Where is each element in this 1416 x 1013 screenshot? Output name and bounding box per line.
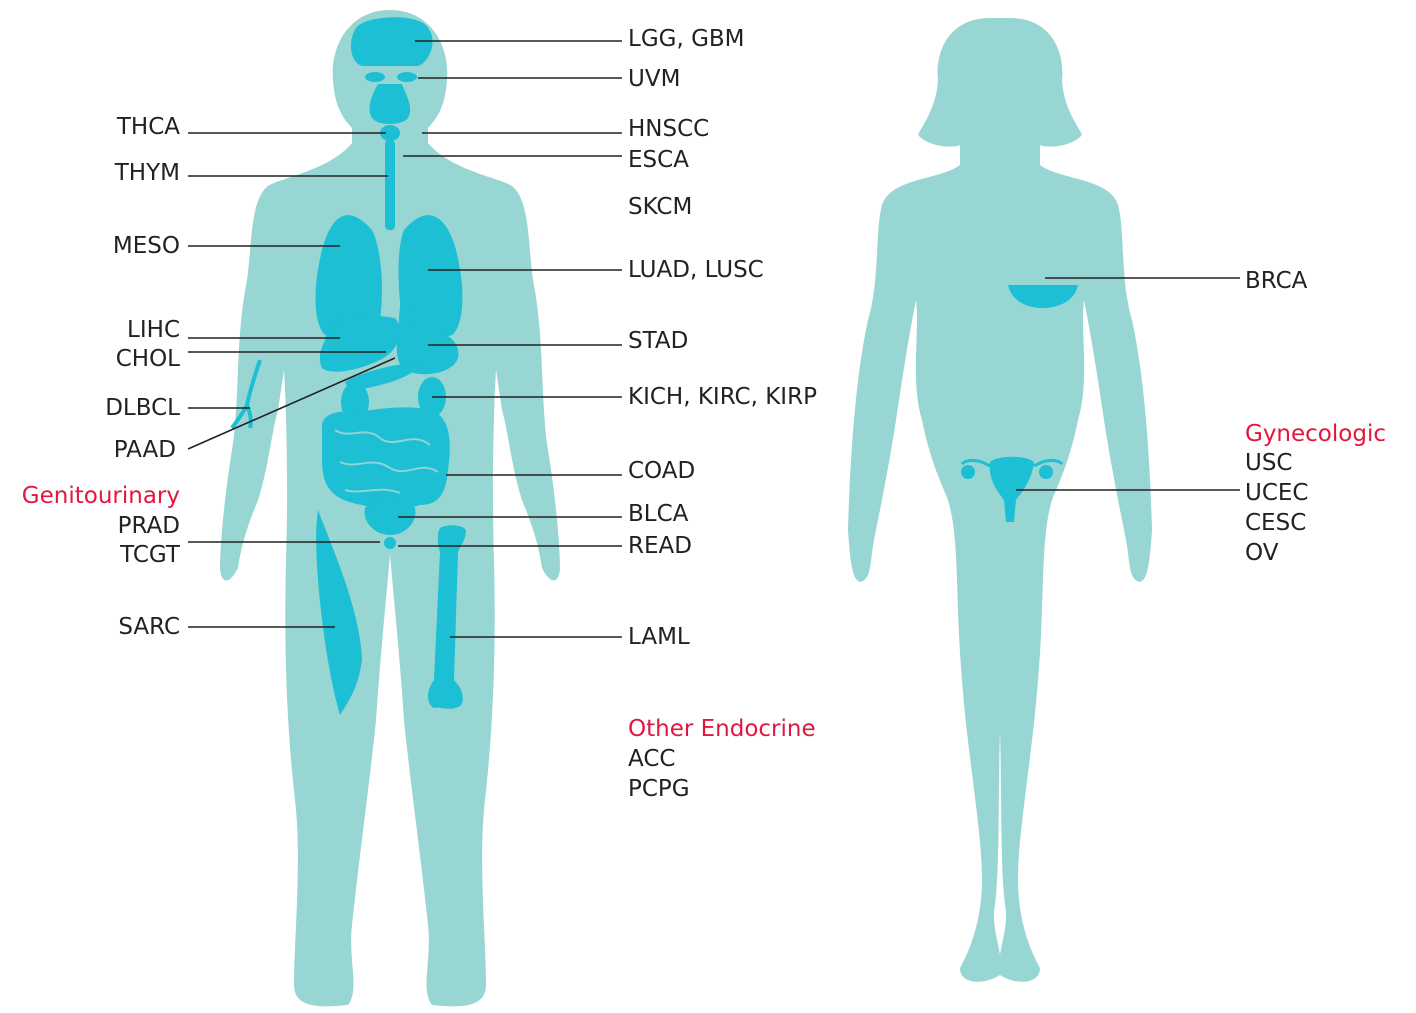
male-figure [220,10,560,1006]
label-chol: CHOL [116,346,180,372]
male-left-labels: THCA THYM MESO LIHC CHOL DLBCL PAAD Geni… [22,114,181,640]
label-stad: STAD [628,328,688,354]
label-blca: BLCA [628,501,689,527]
label-prad: PRAD [118,513,180,539]
head-neck-organ [370,84,411,124]
label-luad-lusc: LUAD, LUSC [628,257,764,283]
label-uvm: UVM [628,66,680,92]
prostate-organ [384,537,396,549]
label-lihc: LIHC [127,317,180,343]
intestine-organ [322,407,450,508]
label-thca: THCA [116,114,180,140]
label-pcpg: PCPG [628,776,690,802]
group-title-gynecologic: Gynecologic [1245,421,1386,447]
label-read: READ [628,533,692,559]
label-cesc: CESC [1245,510,1306,536]
label-usc: USC [1245,450,1293,476]
trachea-organ [385,140,395,230]
label-ov: OV [1245,540,1279,566]
label-thym: THYM [114,160,180,186]
ovary-organ-right [1039,465,1053,479]
label-acc: ACC [628,746,675,772]
ovary-organ-left [961,465,975,479]
label-kidney: KICH, KIRC, KIRP [628,384,817,410]
label-dlbcl: DLBCL [105,395,180,421]
female-figure [848,18,1152,982]
label-esca: ESCA [628,147,689,173]
group-title-genitourinary: Genitourinary [22,483,180,509]
label-sarc: SARC [118,614,180,640]
label-tcgt: TCGT [119,542,181,568]
female-labels: BRCA Gynecologic USC UCEC CESC OV [1245,268,1386,566]
label-ucec: UCEC [1245,480,1309,506]
label-lgg-gbm: LGG, GBM [628,26,745,52]
eye-organ-left [365,72,385,82]
label-laml: LAML [628,624,690,650]
group-title-other-endocrine: Other Endocrine [628,716,816,742]
male-right-labels: LGG, GBM UVM HNSCC ESCA SKCM LUAD, LUSC … [628,26,817,802]
label-paad: PAAD [114,437,176,463]
label-hnscc: HNSCC [628,116,709,142]
label-skcm: SKCM [628,194,692,220]
label-coad: COAD [628,458,695,484]
label-brca: BRCA [1245,268,1308,294]
female-body-silhouette [848,18,1152,982]
label-meso: MESO [113,233,180,259]
eye-organ-right [397,72,417,82]
